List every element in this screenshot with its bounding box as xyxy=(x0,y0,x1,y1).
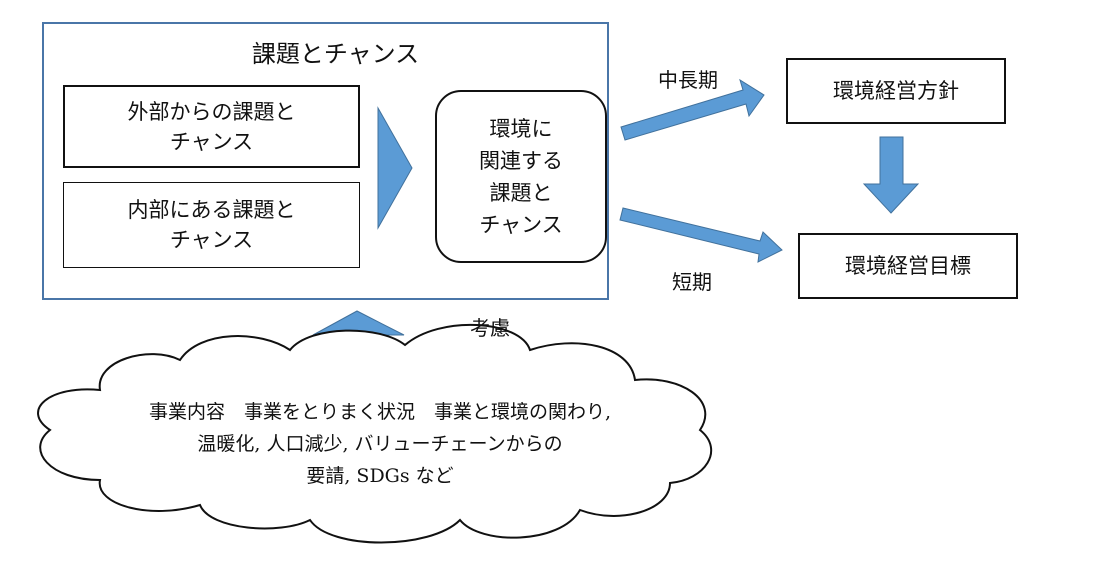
env-target-label: 環境経営目標 xyxy=(845,254,971,278)
flow-arrow-right xyxy=(377,106,413,230)
cloud-text-line2: 温暖化, 人口減少, バリューチェーンからの xyxy=(197,433,563,455)
cloud-text-line1: 事業内容 事業をとりまく状況 事業と環境の関わり, xyxy=(148,401,612,423)
external-issues-line2: チャンス xyxy=(169,129,254,154)
internal-issues-line1: 内部にある課題と xyxy=(127,198,296,222)
cloud-text-line3: 要請, SDGs など xyxy=(306,465,454,487)
env-issues-line1: 環境に xyxy=(489,116,553,141)
issues-group-container xyxy=(42,22,609,300)
env-policy-label: 環境経営方針 xyxy=(833,79,959,103)
env-issues-line2: 関連する xyxy=(479,148,563,173)
mid-long-term-label: 中長期 xyxy=(658,68,718,92)
arrow-down-policy-to-target xyxy=(862,136,920,214)
cloud-text: 事業内容 事業をとりまく状況 事業と環境の関わり, 温暖化, 人口減少, バリュ… xyxy=(80,396,680,492)
internal-issues-line2: チャンス xyxy=(169,228,254,252)
short-term-label: 短期 xyxy=(672,270,712,294)
arrow-to-policy xyxy=(620,78,765,141)
consider-label: 考慮 xyxy=(470,316,510,340)
env-policy-box: 環境経営方針 xyxy=(786,58,1006,124)
internal-issues-box: 内部にある課題と チャンス xyxy=(63,182,360,268)
env-target-box: 環境経営目標 xyxy=(798,233,1018,299)
env-issues-line3: 課題と xyxy=(489,180,553,205)
cloud-shape xyxy=(37,323,713,544)
env-issues-line4: チャンス xyxy=(479,212,563,237)
external-issues-box: 外部からの課題と チャンス xyxy=(63,85,360,168)
arrow-to-target xyxy=(619,207,783,263)
external-issues-line1: 外部からの課題と xyxy=(127,99,296,124)
env-issues-box: 環境に 関連する 課題と チャンス xyxy=(435,90,607,263)
issues-group-title: 課題とチャンス xyxy=(251,40,420,68)
